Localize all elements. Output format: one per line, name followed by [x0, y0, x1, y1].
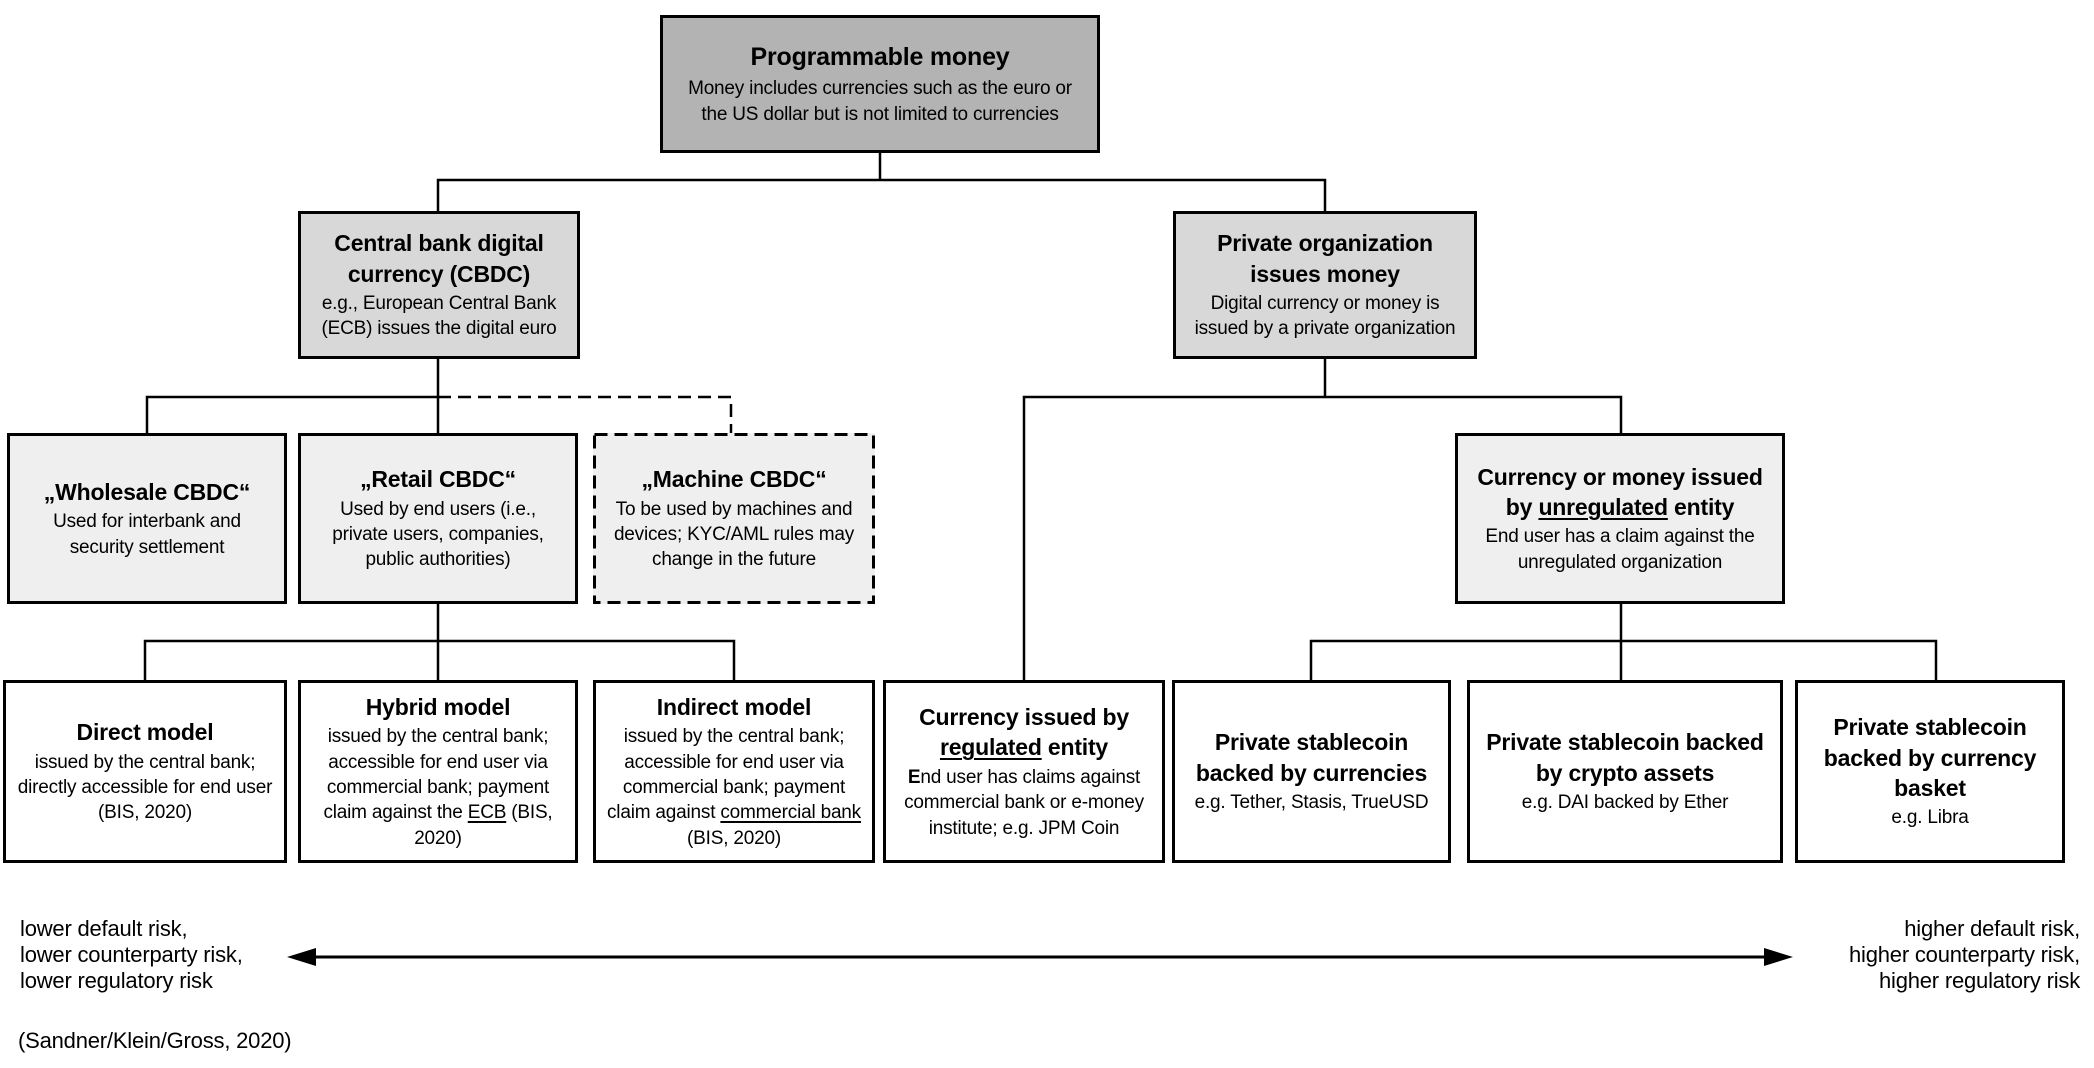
node-body: issued by the central bank; directly acc… [17, 751, 273, 824]
node-hybrid-model: Hybrid model issued by the central bank;… [298, 680, 578, 863]
body-underlined-segment: commercial bank [720, 802, 861, 824]
node-title: Central bank digital currency (CBDC) [334, 230, 544, 287]
node-body: e.g., European Central Bank (ECB) issues… [321, 292, 557, 340]
node-body: Used for interbank and security settleme… [53, 511, 241, 558]
node-body: e.g. Libra [1891, 807, 1969, 829]
node-body: Money includes currencies such as the eu… [688, 78, 1072, 125]
connector-models-split [143, 639, 736, 680]
citation: (Sandner/Klein/Gross, 2020) [18, 1028, 292, 1053]
node-body: e.g. Tether, Stasis, TrueUSD [1194, 792, 1429, 814]
risk-line: lower counterparty risk, [20, 942, 243, 967]
risk-line: higher regulatory risk [1878, 968, 2080, 993]
risk-spectrum-arrow [287, 948, 1793, 966]
connector-machine-branch-dashed [438, 395, 733, 433]
risk-line: lower regulatory risk [20, 968, 213, 993]
node-stablecoin-currency-basket: Private stablecoin backed by currency ba… [1795, 680, 2065, 863]
body-segment: (BIS, 2020) [687, 827, 781, 849]
node-body: issued by the central bank; accessible f… [311, 724, 565, 851]
node-cbdc: Central bank digital currency (CBDC) e.g… [298, 211, 580, 359]
connector-wholesale-branch [145, 395, 438, 433]
risk-label-higher: higher default risk, higher counterparty… [1849, 916, 2080, 994]
node-title: Private stablecoin backed by crypto asse… [1486, 729, 1764, 786]
title-segment: entity [1041, 734, 1109, 761]
node-private-organization: Private organization issues money Digita… [1173, 211, 1477, 359]
risk-line: higher counterparty risk, [1849, 942, 2080, 967]
node-title: „Wholesale CBDC“ [43, 478, 251, 505]
node-stablecoin-crypto-assets: Private stablecoin backed by crypto asse… [1467, 680, 1783, 863]
node-body: Used by end users (i.e., private users, … [332, 498, 544, 571]
dashed-border [593, 433, 875, 604]
node-body: End user has a claim against the unregul… [1485, 526, 1755, 573]
node-wholesale-cbdc: „Wholesale CBDC“ Used for interbank and … [7, 433, 287, 604]
node-title: Private stablecoin backed by currencies [1195, 729, 1428, 786]
node-body: Digital currency or money is issued by a… [1194, 292, 1456, 340]
node-regulated-entity: Currency issued by regulated entity End … [883, 680, 1165, 863]
body-segment: nd user has claims against commercial ba… [904, 766, 1144, 839]
node-title: Private organization issues money [1217, 230, 1433, 287]
node-title: „Machine CBDC“ [641, 466, 827, 493]
body-underlined-segment: ECB [467, 802, 507, 824]
node-retail-cbdc: „Retail CBDC“ Used by end users (i.e., p… [298, 433, 578, 604]
title-segment: Currency issued by [919, 703, 1129, 730]
node-unregulated-entity: Currency or money issued by unregulated … [1455, 433, 1785, 604]
body-segment: issued by the central bank; accessible f… [607, 726, 846, 824]
title-underlined-segment: regulated [939, 734, 1042, 761]
node-title: „Retail CBDC“ [360, 466, 516, 493]
node-body: issued by the central bank; accessible f… [606, 724, 862, 851]
node-title: Currency issued by regulated entity [896, 702, 1152, 763]
node-body: End user has claims against commercial b… [896, 765, 1152, 841]
title-segment: entity [1667, 494, 1735, 521]
title-underlined-segment: unregulated [1538, 494, 1668, 521]
node-stablecoin-currencies: Private stablecoin backed by currencies … [1172, 680, 1451, 863]
node-title: Direct model [76, 719, 214, 746]
connector-level2-split [436, 178, 1327, 211]
node-body: To be used by machines and devices; KYC/… [613, 498, 855, 571]
node-title: Private stablecoin backed by currency ba… [1823, 714, 2037, 801]
risk-line: lower default risk, [20, 916, 188, 941]
title-segment: Currency or money issued by [1477, 463, 1763, 521]
connector-stablecoin-split [1309, 639, 1938, 680]
node-title: Programmable money [750, 43, 1010, 72]
node-title: Currency or money issued by unregulated … [1468, 462, 1772, 523]
node-title: Hybrid model [365, 693, 511, 720]
node-body: e.g. DAI backed by Ether [1521, 792, 1729, 814]
node-title: Indirect model [656, 693, 812, 720]
risk-line: higher default risk, [1904, 916, 2080, 941]
node-machine-cbdc: „Machine CBDC“ To be used by machines an… [593, 433, 875, 604]
node-indirect-model: Indirect model issued by the central ban… [593, 680, 875, 863]
body-segment: (BIS, 2020) [414, 802, 553, 849]
node-direct-model: Direct model issued by the central bank;… [3, 680, 287, 863]
risk-label-lower: lower default risk, lower counterparty r… [20, 916, 243, 994]
body-bold-segment: E [907, 766, 921, 788]
node-programmable-money: Programmable money Money includes curren… [660, 15, 1100, 153]
body-segment: issued by the central bank; accessible f… [323, 726, 550, 824]
